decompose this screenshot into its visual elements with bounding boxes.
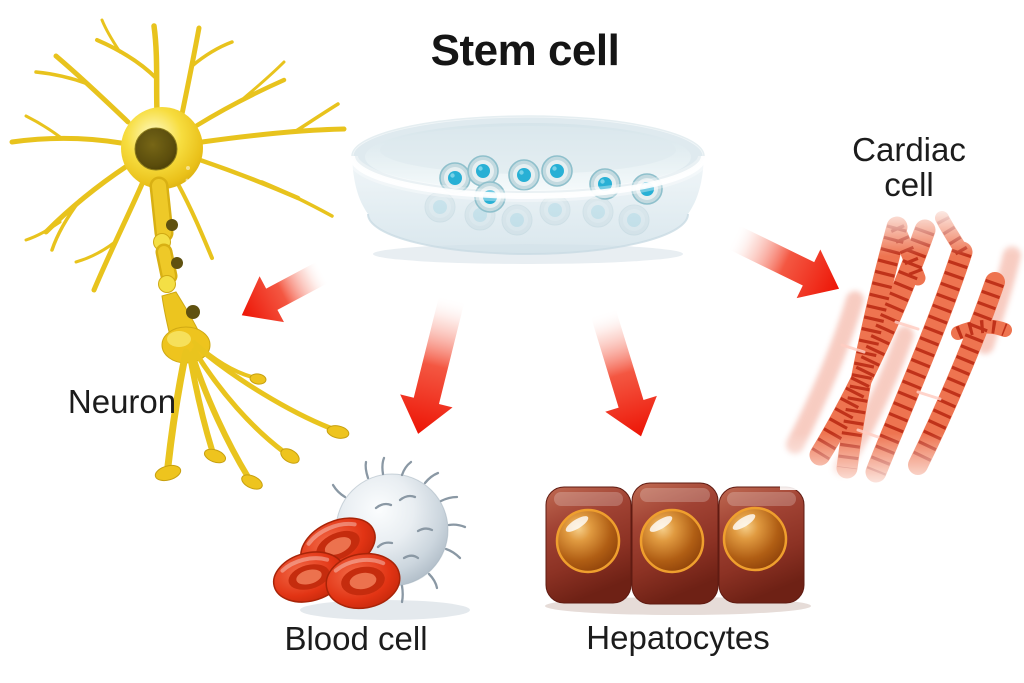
red-blood-cells (272, 517, 401, 610)
neuron-nucleus (134, 127, 178, 171)
petri-dish-illustration (346, 114, 710, 264)
arrow-to-hepatocytes (590, 308, 657, 437)
neuron-dendrites (9, 18, 347, 293)
arrow-to-blood-cell (400, 294, 465, 434)
neuron-illustration (9, 18, 350, 490)
arrow-to-cardiac-cell (727, 225, 840, 299)
hepatocyte-nuclei (555, 506, 788, 574)
arrow-to-neuron (241, 261, 329, 323)
neuron-axon (149, 176, 211, 364)
white-blood-cell-spikes (331, 456, 467, 604)
cardiac-cell-illustration (780, 208, 1024, 490)
blood-cell-label: Blood cell (284, 620, 428, 657)
neuron-terminal-feet (154, 373, 350, 490)
cardiac-cell-label-line1: Cardiac (852, 131, 966, 168)
cardiac-fiber-highlights (840, 320, 942, 439)
diagram-title: Stem cell (430, 26, 620, 75)
neuron-speckles (185, 166, 205, 190)
cardiac-cell-label: Cardiac cell (852, 131, 966, 203)
blood-cell-illustration (272, 456, 470, 620)
differentiation-arrows (241, 225, 840, 437)
cardiac-cell-label-line2: cell (884, 165, 934, 203)
hepatocytes-illustration (545, 482, 811, 615)
neuron-axon-terminals (164, 340, 333, 480)
hepatocytes-label: Hepatocytes (586, 619, 770, 656)
neuron-label: Neuron (67, 383, 177, 420)
